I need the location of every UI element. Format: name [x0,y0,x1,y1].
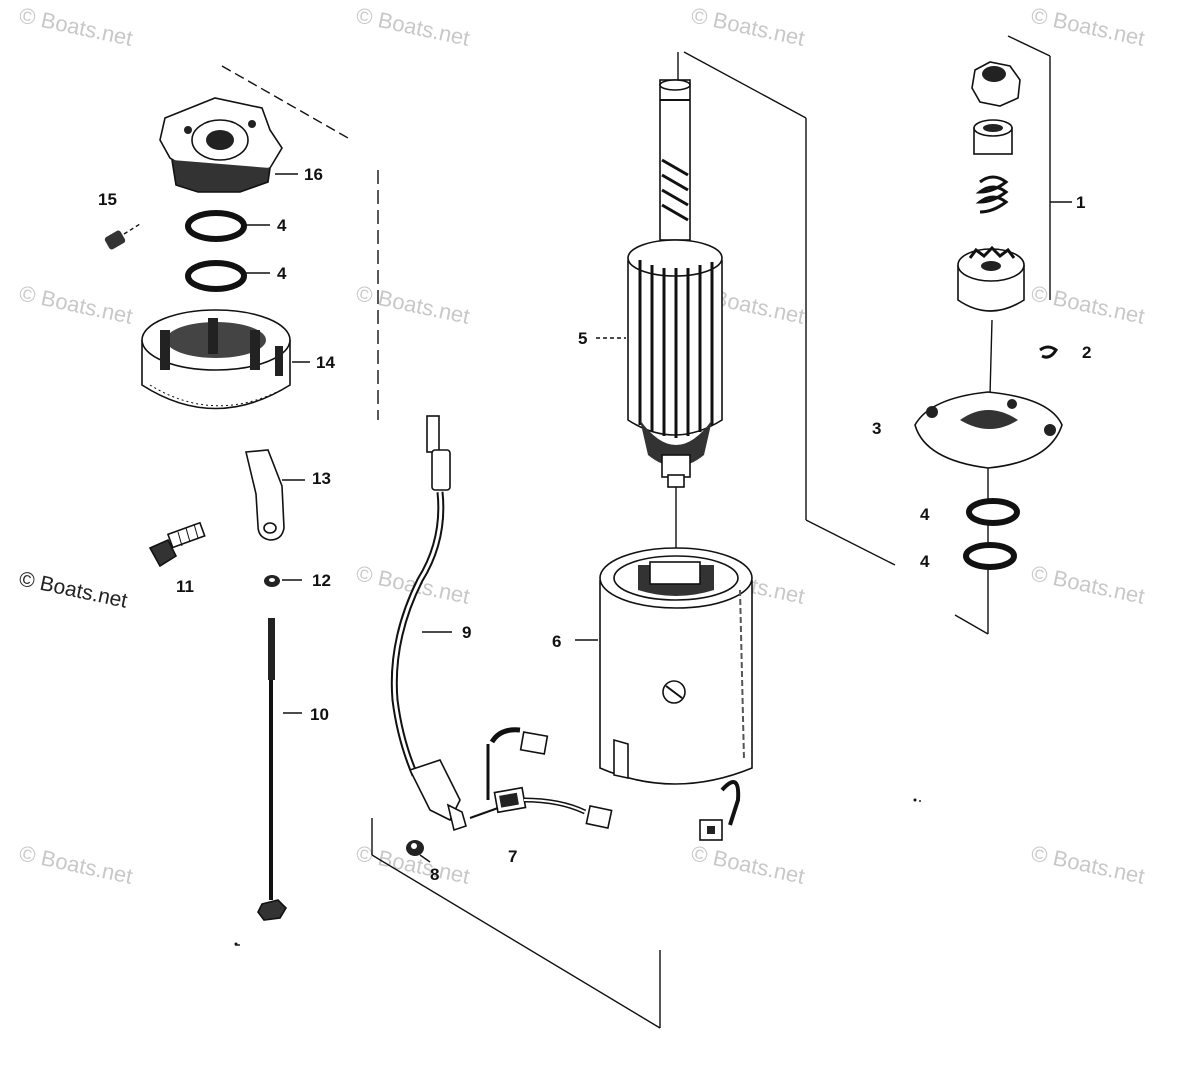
callout-4: 4 [277,216,287,235]
callout-4: 4 [920,552,930,571]
washer-part-4 [966,498,1020,526]
watermark: © Boats.net [17,280,135,328]
callout-2: 2 [1082,343,1091,362]
end-cap-part-3 [914,391,1063,469]
washer-part-4 [963,542,1017,570]
callout-4: 4 [277,264,287,283]
washer-part-4 [185,210,247,242]
callout-14: 14 [316,353,335,372]
bolt-part-11 [148,521,206,568]
washer-part-4 [185,260,247,292]
brush-lead-part-13 [245,449,305,541]
wire-lead-part-9 [390,415,467,832]
screw-part-15 [104,223,141,250]
end-plate-part-16 [159,97,283,193]
watermark: © Boats.net [1029,560,1147,608]
watermark: © Boats.net [689,840,807,888]
callout-9: 9 [462,623,471,642]
callout-12: 12 [312,571,331,590]
callout-4: 4 [920,505,930,524]
watermark: © Boats.net [689,2,807,50]
watermark: © Boats.net [1029,280,1147,328]
through-bolt-part-10 [257,618,302,921]
drive-assembly-part-1 [957,61,1072,312]
callout-3: 3 [872,419,881,438]
watermark: © Boats.net [17,2,135,50]
callout-1: 1 [1076,193,1085,212]
brush-holder-part-14 [141,309,291,410]
callout-8: 8 [430,865,439,884]
reference-lines [221,35,1051,1029]
callout-13: 13 [312,469,331,488]
callout-11: 11 [176,577,194,596]
callout-10: 10 [310,705,329,724]
watermark: © Boats.net [354,280,472,328]
watermark: © Boats.net [354,2,472,50]
clip-part-2 [1039,345,1058,359]
armature-part-5 [596,79,723,488]
callout-7: 7 [508,847,517,866]
watermark: © Boats.net [1029,840,1147,888]
watermark: © Boats.net [1029,2,1147,50]
callout-5: 5 [578,329,587,348]
brush-set-part-7 [469,727,613,830]
callout-6: 6 [552,632,561,651]
watermark: © Boats.net [17,840,135,888]
watermark: © Boats.net [17,567,130,612]
nut-part-12 [264,575,302,587]
callout-15: 15 [98,190,117,209]
callout-16: 16 [304,165,323,184]
nut-part-8 [406,840,431,863]
field-frame-part-6 [575,547,753,841]
